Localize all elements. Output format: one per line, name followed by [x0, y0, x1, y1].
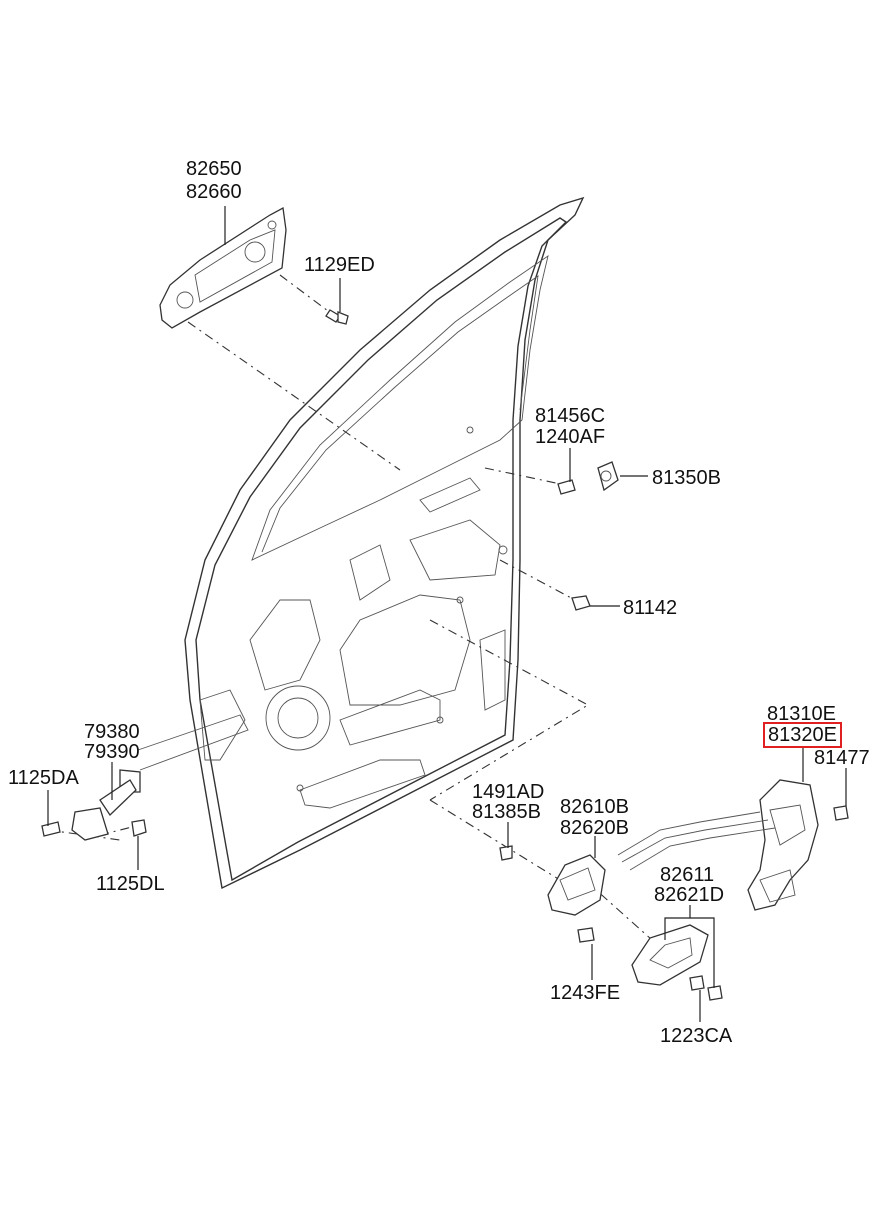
label-82620b: 82620B: [560, 817, 629, 839]
door-checker: [41, 714, 249, 841]
door-panel: [184, 196, 585, 890]
label-82611: 82611: [660, 864, 715, 886]
label-81385b: 81385B: [472, 801, 541, 823]
label-79390: 79390: [84, 741, 140, 763]
label-82610b: 82610B: [560, 796, 629, 818]
label-1125dl: 1125DL: [96, 873, 165, 895]
label-81456c: 81456C: [535, 405, 606, 427]
label-leaders: [47, 206, 847, 1022]
label-1129ed: 1129ED: [304, 254, 375, 276]
label-81310e: 81310E: [767, 703, 836, 725]
label-81320e-highlighted: 81320E: [763, 722, 842, 748]
outside-handle-bracket: [159, 206, 287, 329]
bolt-81142: [571, 595, 591, 611]
label-81142: 81142: [623, 597, 678, 619]
label-1491ad: 1491AD: [472, 781, 545, 803]
label-79380: 79380: [84, 721, 140, 743]
label-82660: 82660: [186, 181, 242, 203]
label-1125da: 1125DA: [8, 767, 79, 789]
label-1243fe: 1243FE: [550, 982, 621, 1004]
label-82650: 82650: [186, 158, 242, 180]
inside-handle: [631, 924, 723, 1001]
bolt-1129ed: [325, 309, 349, 325]
door-latch: [617, 779, 849, 911]
lock-striker-81350b: [557, 461, 619, 495]
inside-handle-bracket: [499, 845, 606, 943]
label-82621d: 82621D: [654, 884, 725, 906]
label-81350b: 81350B: [652, 467, 721, 489]
label-81477: 81477: [814, 747, 870, 769]
label-1240af: 1240AF: [535, 426, 606, 448]
label-1223ca: 1223CA: [660, 1025, 733, 1047]
